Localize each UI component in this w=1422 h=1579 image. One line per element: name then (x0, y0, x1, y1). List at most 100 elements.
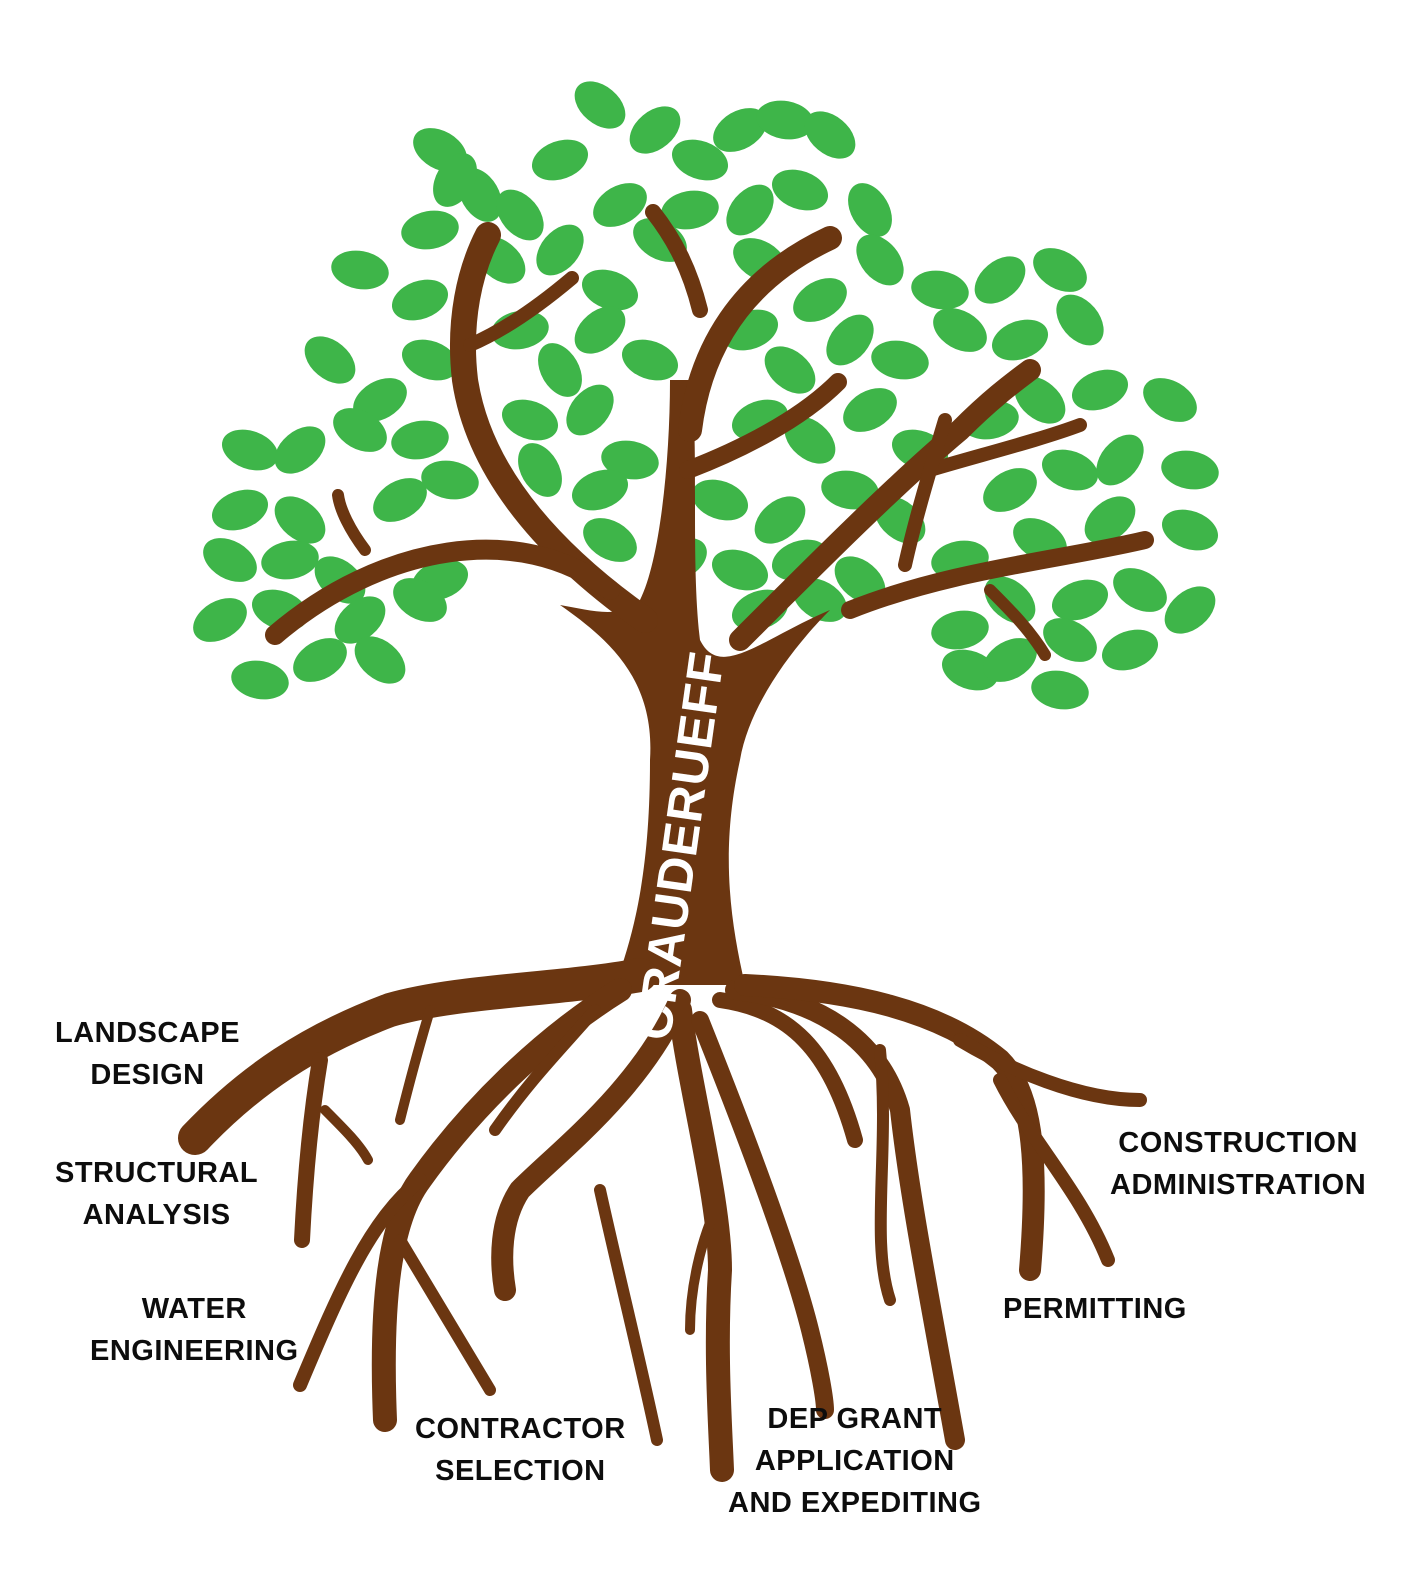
tree-wood: CRAUDERUEFF (178, 204, 1154, 1482)
root-label-water-engineering: WATER ENGINEERING (90, 1288, 299, 1372)
leaf (771, 169, 829, 211)
root-label-permitting: PERMITTING (1003, 1288, 1187, 1330)
leaf (871, 340, 929, 380)
leaf (991, 319, 1049, 361)
root-label-line: ANALYSIS (82, 1199, 231, 1231)
leaf (593, 183, 647, 227)
leaf (1031, 670, 1089, 710)
leaf (821, 470, 879, 510)
leaf (531, 139, 589, 181)
leaf (691, 479, 749, 521)
leaf (764, 346, 816, 394)
leaf (754, 496, 806, 544)
leaf (931, 610, 989, 650)
leaf (1071, 369, 1129, 411)
root-label-line: APPLICATION (754, 1445, 955, 1477)
leaf (1043, 618, 1097, 662)
leaf (983, 468, 1037, 512)
leaf (848, 183, 892, 237)
leaf (1161, 509, 1219, 551)
leaf (1051, 579, 1109, 621)
leaf (401, 210, 459, 250)
leaf (391, 279, 449, 321)
root-label-line: ADMINISTRATION (1110, 1169, 1367, 1201)
leaf (1084, 496, 1136, 544)
leaf (211, 489, 269, 531)
root-label-line: CONTRACTOR (415, 1413, 626, 1445)
root-label-line: STRUCTURAL (55, 1157, 259, 1189)
leaf (1033, 248, 1087, 292)
leaf (391, 420, 449, 460)
leaf (203, 538, 257, 582)
leaf (933, 308, 987, 352)
root-label-line: DESIGN (90, 1059, 205, 1091)
leaf (726, 184, 774, 236)
leaf (501, 399, 559, 441)
leaf (974, 256, 1026, 304)
leaf (1161, 450, 1219, 490)
root-label-line: WATER (141, 1293, 247, 1325)
root-label-line: CONSTRUCTION (1118, 1127, 1358, 1159)
leaf (984, 576, 1036, 624)
leaf (1101, 629, 1159, 671)
root-label-contractor-selection: CONTRACTOR SELECTION (415, 1408, 626, 1492)
root-label-line: AND EXPEDITING (728, 1487, 982, 1519)
leaf (334, 596, 386, 644)
leaf (274, 496, 326, 544)
leaf (293, 638, 347, 682)
leaf (1164, 586, 1216, 634)
leaf (536, 224, 584, 276)
leaf (941, 649, 999, 691)
root-label-line: DEP GRANT (767, 1403, 943, 1435)
leaf (1113, 568, 1167, 612)
leaf (574, 81, 626, 129)
root-label-line: SELECTION (435, 1455, 606, 1487)
leaf (713, 108, 767, 152)
leaf (393, 578, 447, 622)
leaf (496, 189, 544, 241)
leaf (1143, 378, 1197, 422)
root-label-landscape-design: LANDSCAPE DESIGN (55, 1012, 240, 1096)
leaf (1056, 294, 1104, 346)
leaf (231, 660, 289, 700)
leaf (433, 153, 477, 207)
leaf (518, 443, 562, 497)
leaf (661, 190, 719, 230)
leaf (221, 429, 279, 471)
leaf (843, 388, 897, 432)
leaf (571, 469, 629, 511)
leaf (983, 638, 1037, 682)
leaf (793, 278, 847, 322)
leaf (331, 250, 389, 290)
leaf (401, 339, 459, 381)
leaf (834, 556, 886, 604)
leaf (333, 408, 387, 452)
leaf (1096, 434, 1144, 486)
leaf (566, 384, 614, 436)
tree-branches (265, 204, 1154, 661)
leaf (629, 106, 681, 154)
root-label-line: PERMITTING (1003, 1293, 1187, 1325)
leaf (261, 540, 319, 580)
leaf (804, 111, 856, 159)
root-label-structural-analysis: STRUCTURAL ANALYSIS (55, 1152, 258, 1236)
leaf (538, 343, 582, 397)
root-label-construction-administration: CONSTRUCTION ADMINISTRATION (1110, 1122, 1366, 1206)
tree-trunk (560, 380, 830, 985)
leaf (601, 440, 659, 480)
leaf (274, 426, 326, 474)
leaf (711, 549, 769, 591)
leaf (193, 598, 247, 642)
leaf (671, 139, 729, 181)
leaf (354, 636, 406, 684)
leaf (621, 339, 679, 381)
leaf (373, 478, 427, 522)
leaf (784, 416, 836, 464)
root-label-line: LANDSCAPE (55, 1017, 240, 1049)
leaf (911, 270, 969, 310)
leaf (581, 269, 639, 311)
root-label-dep-grant: DEP GRANT APPLICATION AND EXPEDITING (728, 1398, 982, 1524)
root-label-line: ENGINEERING (90, 1335, 299, 1367)
leaf (583, 518, 637, 562)
